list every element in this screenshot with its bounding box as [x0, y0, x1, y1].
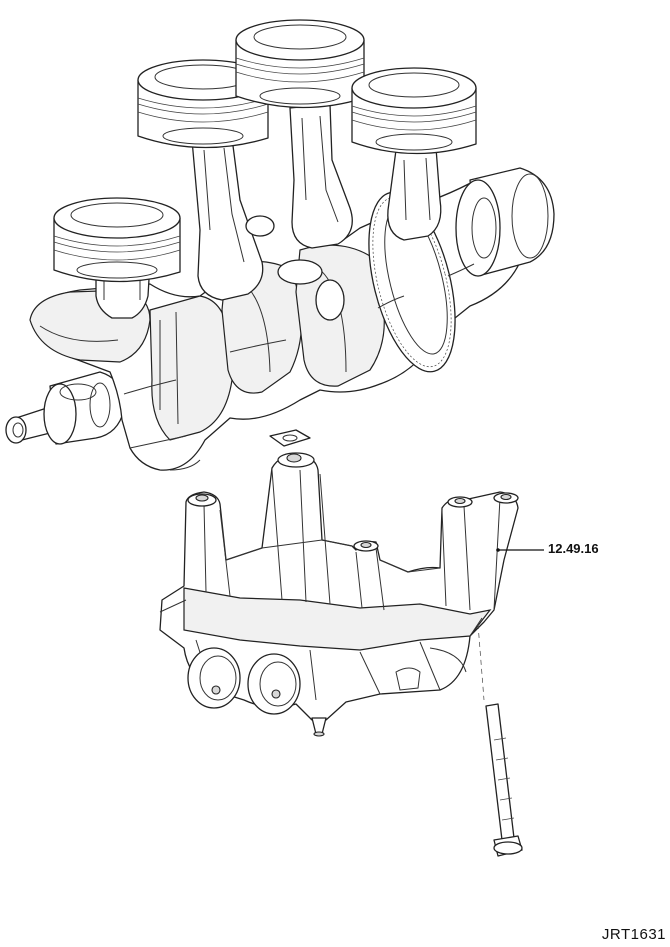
- balancer-shaft-right: [247, 653, 301, 715]
- connecting-rod-3: [289, 103, 353, 249]
- balancer-oil-pump-assembly: [159, 452, 519, 737]
- mounting-bolt: [477, 623, 523, 857]
- crankshaft-rear-flange: [455, 167, 555, 277]
- crank-web-2: [149, 295, 233, 441]
- piston-4: [351, 67, 477, 155]
- figure-reference: JRT1631: [601, 926, 666, 943]
- mounting-bosses: [187, 452, 519, 552]
- connecting-rod-2: [191, 137, 264, 301]
- crank-web-4: [295, 244, 385, 387]
- crankshaft-assembly: [5, 167, 555, 471]
- piston-3: [235, 19, 365, 109]
- callout-leader-12-49-16: [496, 548, 544, 552]
- callout-label: 12.49.16: [548, 541, 599, 556]
- connecting-rod-4: [387, 147, 442, 241]
- reluctor-ring: [368, 191, 456, 373]
- piston-1: [53, 197, 181, 283]
- pistons: [53, 19, 477, 283]
- balancer-shaft-left: [187, 647, 241, 709]
- oil-pump-gasket: [269, 429, 311, 447]
- crankshaft-nose: [5, 371, 125, 445]
